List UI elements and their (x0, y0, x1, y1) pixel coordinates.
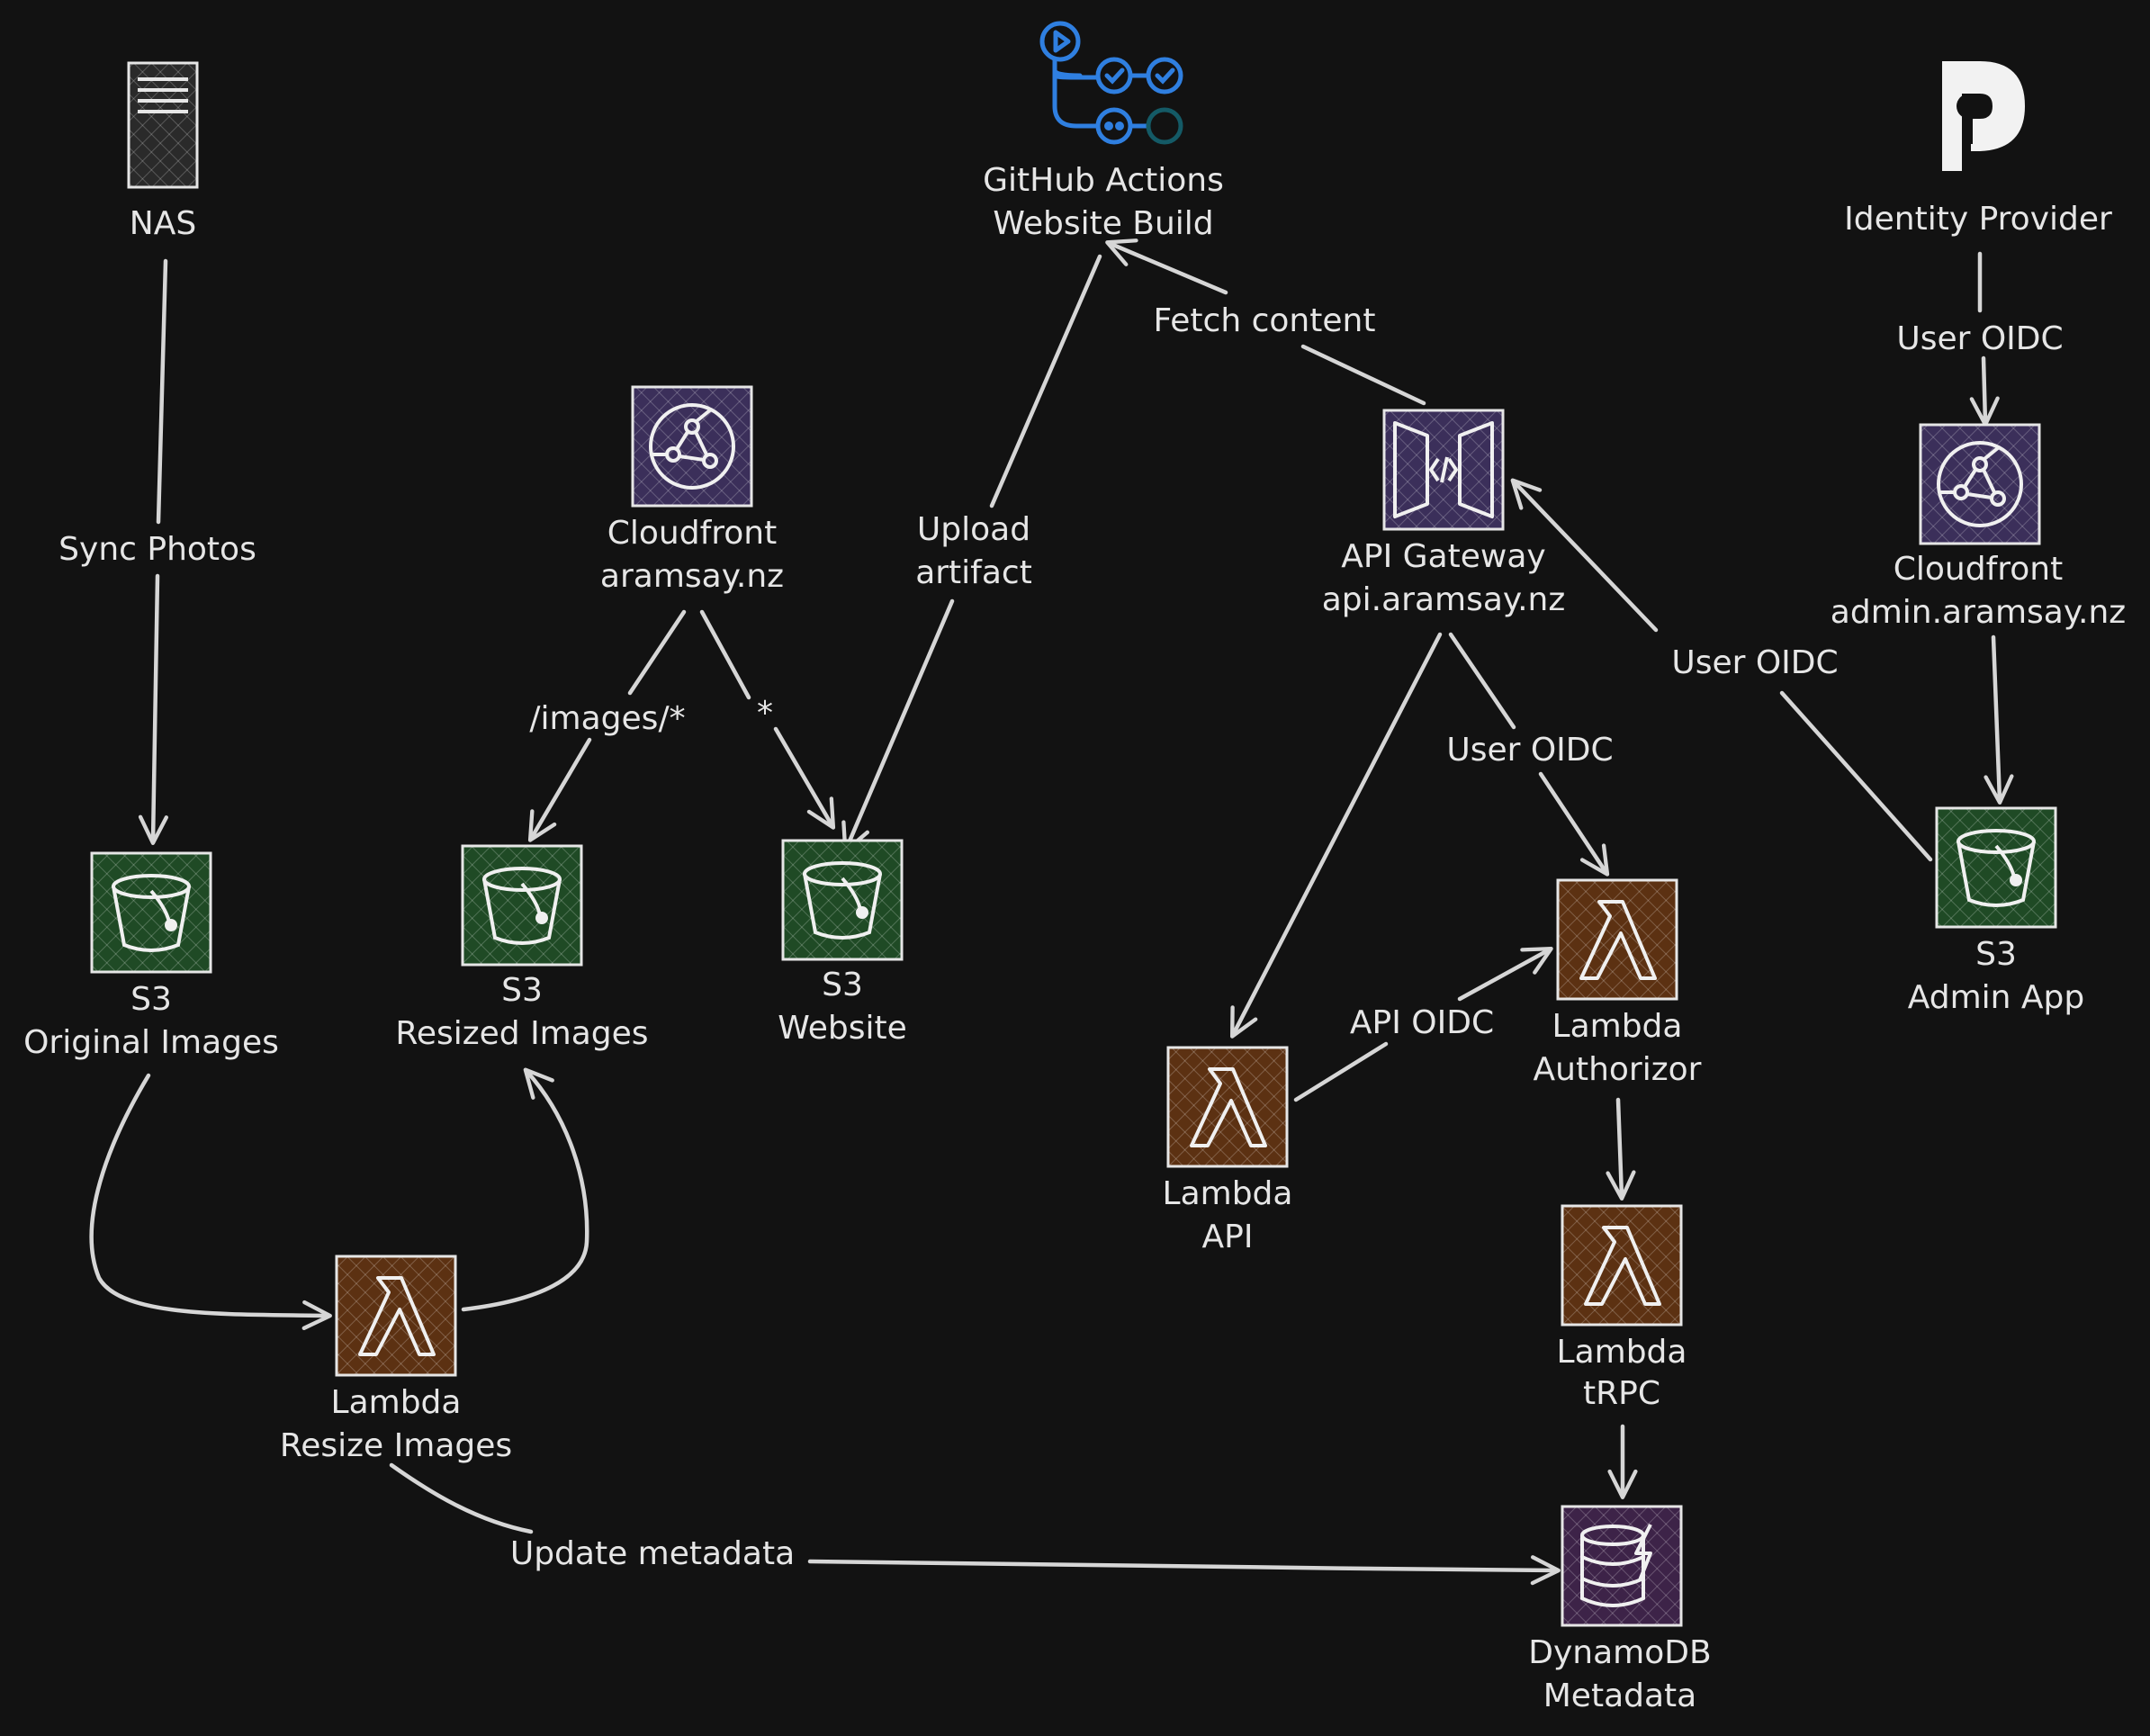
label-star-path: * (757, 695, 773, 732)
node-lambda-api[interactable]: Lambda API (1163, 1046, 1293, 1255)
edge-auth-to-trpc (1606, 1097, 1636, 1201)
node-github-actions[interactable]: GitHub Actions Website Build (983, 21, 1224, 242)
node-lambda-resize[interactable]: Lambda Resize Images (280, 1255, 512, 1464)
node-lambda-trpc[interactable]: Lambda tRPC (1557, 1204, 1687, 1412)
node-label-line1: API Gateway (1341, 538, 1545, 575)
lambda-icon (1190, 1067, 1267, 1147)
node-label-line1: Cloudfront (1894, 551, 2063, 588)
node-cloudfront-main[interactable]: Cloudfront aramsay.nz (600, 385, 784, 595)
api-gateway-icon (1393, 421, 1494, 518)
node-label-line1: Lambda (1552, 1008, 1683, 1045)
node-label-line1: DynamoDB (1528, 1634, 1711, 1671)
node-label-line2: admin.aramsay.nz (1831, 594, 2126, 631)
node-label-line2: aramsay.nz (600, 558, 784, 595)
label-upload: Upload (917, 511, 1030, 548)
label-fetch-content: Fetch content (1154, 302, 1376, 339)
bucket-icon (112, 874, 191, 952)
node-nas[interactable]: NAS (127, 61, 199, 242)
edge-gw-oidc-2 (1538, 771, 1610, 877)
node-label-line2: api.aramsay.nz (1322, 581, 1566, 618)
edge-gw-oidc-1 (1448, 632, 1516, 730)
edge-gw-to-api (1230, 632, 1443, 1039)
node-identity-provider[interactable]: Identity Provider (1844, 61, 2112, 238)
label-images-path: /images/* (529, 700, 685, 737)
node-label-line2: Admin App (1908, 979, 2085, 1016)
lambda-icon (1584, 1226, 1661, 1306)
edge-upload-2 (841, 598, 955, 853)
node-label-line1: S3 (501, 972, 543, 1009)
node-dynamodb[interactable]: DynamoDB Metadata (1528, 1505, 1712, 1714)
lambda-icon (1579, 900, 1657, 980)
node-s3-resized[interactable]: S3 Resized Images (395, 844, 649, 1052)
node-label-line1: NAS (130, 205, 196, 242)
node-label-line1: Lambda (331, 1384, 462, 1421)
label-api-oidc: API OIDC (1350, 1004, 1494, 1041)
node-label-line2: Website (778, 1010, 907, 1047)
node-label-line2: Original Images (23, 1024, 279, 1061)
edge-fetch-2 (1105, 238, 1228, 295)
edge-admin-oidc-2 (1510, 478, 1659, 633)
label-artifact: artifact (915, 554, 1032, 591)
identity-provider-logo-icon (1942, 61, 2025, 171)
lambda-icon (358, 1276, 436, 1356)
edge-api-oidc-1 (1293, 1041, 1389, 1102)
node-label-line2: Resize Images (280, 1427, 512, 1464)
edge-labels: Sync Photos /images/* * Upload artifact … (58, 302, 2063, 1572)
bucket-icon (803, 861, 882, 940)
node-label-line1: Lambda (1557, 1334, 1687, 1371)
server-icon (127, 61, 199, 189)
node-label-line1: S3 (822, 967, 863, 1003)
edge-fetch-1 (1300, 344, 1426, 406)
node-label-line1: S3 (130, 981, 172, 1018)
node-label-line2: Website Build (993, 205, 1213, 242)
edge-cf-images-2 (527, 737, 592, 842)
node-label-line1: GitHub Actions (983, 162, 1224, 199)
node-s3-admin[interactable]: S3 Admin App (1908, 806, 2085, 1016)
label-update-metadata: Update metadata (510, 1535, 795, 1572)
edge-upload-1 (989, 254, 1102, 508)
node-label-line2: Resized Images (395, 1015, 648, 1052)
edge-original-to-resize (89, 1073, 332, 1331)
edges (89, 238, 2014, 1586)
bucket-icon (1957, 829, 2036, 907)
node-label-line1: Lambda (1163, 1175, 1293, 1212)
edge-cf-star-2 (773, 726, 836, 830)
cloudfront-icon (1937, 441, 2023, 527)
node-lambda-authorizor[interactable]: Lambda Authorizor (1534, 878, 1702, 1088)
node-label-line2: Metadata (1543, 1678, 1696, 1714)
label-sync-photos: Sync Photos (58, 531, 256, 568)
edge-idp-oidc-2 (1969, 355, 2000, 427)
edge-sync-photos (156, 258, 168, 525)
node-label-line2: API (1202, 1219, 1254, 1255)
node-label-line2: tRPC (1583, 1375, 1660, 1412)
bucket-icon (482, 867, 562, 945)
node-s3-original[interactable]: S3 Original Images (23, 851, 279, 1061)
github-actions-icon (1039, 21, 1183, 145)
cloudfront-icon (649, 403, 735, 490)
edge-sync-photos-2 (138, 573, 169, 845)
label-user-oidc-idp: User OIDC (1896, 320, 2063, 357)
node-label-line1: Identity Provider (1844, 201, 2112, 238)
edge-update-metadata-1 (389, 1462, 534, 1534)
label-user-oidc-admin: User OIDC (1671, 644, 1838, 681)
edge-update-metadata-2 (807, 1555, 1561, 1586)
node-cloudfront-admin[interactable]: Cloudfront admin.aramsay.nz (1831, 423, 2126, 631)
node-api-gateway[interactable]: API Gateway api.aramsay.nz (1322, 409, 1566, 618)
node-s3-website[interactable]: S3 Website (778, 839, 907, 1047)
edge-cf-star (699, 609, 751, 700)
edge-resize-to-resized (461, 1067, 589, 1312)
edge-api-oidc-2 (1457, 946, 1553, 1002)
edge-cfadmin-to-s3admin (1984, 634, 2014, 805)
edge-admin-oidc-1 (1779, 690, 1933, 862)
edge-cf-images (627, 609, 687, 696)
node-label-line2: Authorizor (1534, 1051, 1702, 1088)
node-label-line1: Cloudfront (607, 515, 777, 552)
node-label-line1: S3 (1975, 936, 2017, 973)
label-user-oidc-gateway: User OIDC (1446, 732, 1613, 769)
database-icon (1580, 1524, 1652, 1607)
